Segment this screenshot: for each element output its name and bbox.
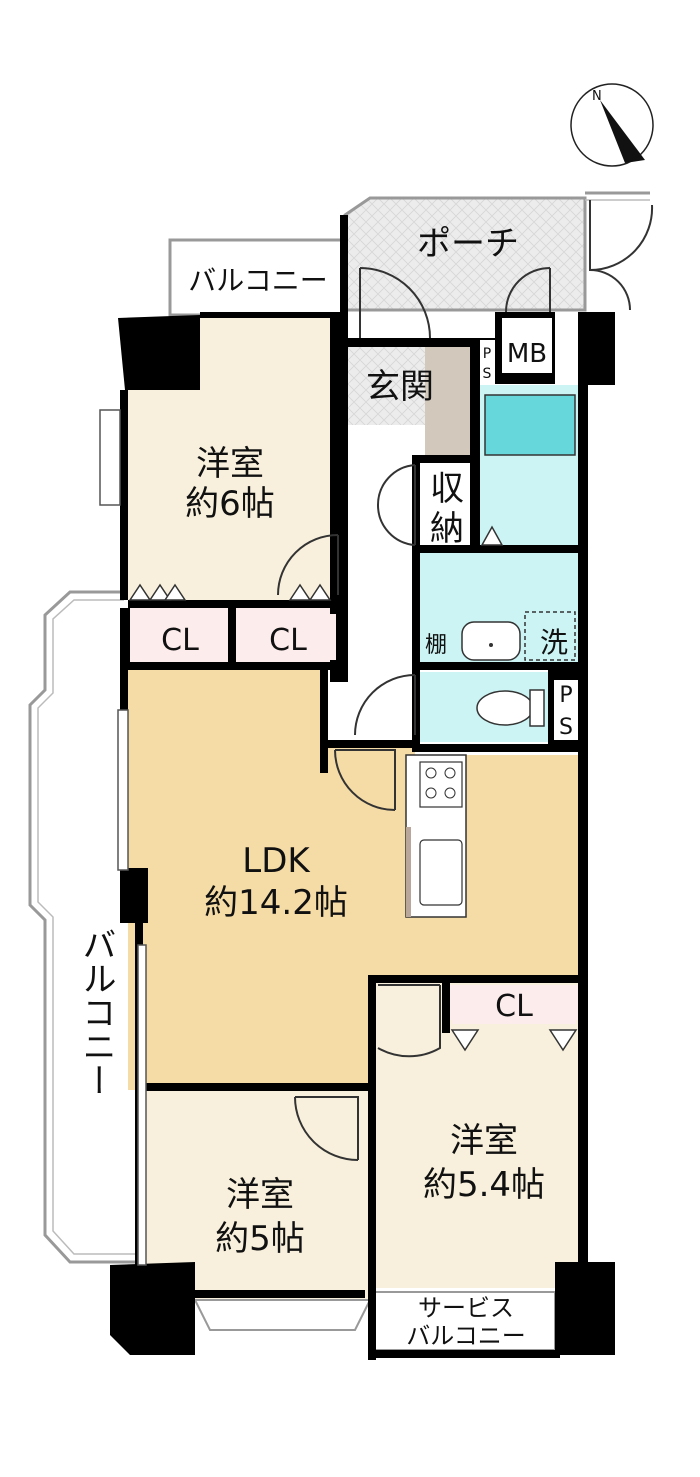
toilet-door-icon: [354, 674, 416, 736]
storage-label-1: 収: [430, 469, 464, 509]
compass: N: [570, 83, 654, 167]
service-balcony: [374, 1291, 556, 1351]
mb-label: MB: [507, 339, 547, 369]
entrance-door-icon: [359, 267, 431, 339]
service-balcony-label-1: サービス: [418, 1294, 514, 1322]
stove-icon: [419, 761, 463, 808]
sink-icon: [419, 839, 463, 906]
western-6-name: 洋室: [196, 444, 264, 484]
genkan-floor: [348, 345, 433, 425]
service-balcony-label-2: バルコニー: [406, 1322, 526, 1350]
porch-label: ポーチ: [417, 224, 519, 264]
washer-space: [524, 611, 576, 661]
left-balcony-outline: [28, 590, 140, 1264]
balcony-left-label: バルコニー: [76, 927, 116, 1097]
gate-door-icon: [589, 200, 654, 272]
genkan-label: 玄関: [366, 367, 434, 407]
western-5-name: 洋室: [226, 1175, 294, 1215]
compass-north-label: N: [592, 89, 602, 104]
ps-top-label-1: P: [483, 346, 491, 362]
ldk-size: 約14.2帖: [204, 883, 348, 923]
shelf-label: 棚: [425, 633, 447, 658]
toilet-icon: [476, 690, 534, 726]
bathtub-icon: [484, 394, 576, 456]
western-6-door-icon: [277, 534, 339, 596]
ldk-door-icon: [334, 749, 396, 811]
ldk-name: LDK: [242, 841, 311, 881]
ps-top-label-2: S: [483, 366, 492, 382]
western-54-size: 約5.4帖: [423, 1165, 545, 1205]
compass-needle-icon: [600, 100, 645, 163]
balcony-top-label: バルコニー: [188, 264, 327, 297]
western-54-door-icon: [377, 984, 441, 1058]
washbasin-icon: [461, 621, 521, 661]
western-5-size: 約5帖: [215, 1219, 305, 1259]
washer-label: 洗: [540, 626, 568, 659]
closet-label-2: CL: [269, 623, 307, 658]
western-5-door-icon: [294, 1096, 359, 1161]
ldk-floor: [128, 668, 582, 1090]
closet-label-3: CL: [495, 989, 533, 1024]
closet-label-1: CL: [161, 623, 199, 658]
storage-label-2: 納: [430, 509, 464, 549]
western-6-size: 約6帖: [185, 484, 275, 524]
western-54-name: 洋室: [450, 1121, 518, 1161]
ps-wc-label-2: S: [559, 715, 573, 740]
western-room-5-floor: [140, 1090, 370, 1300]
ps-wc-label-1: P: [559, 683, 572, 708]
